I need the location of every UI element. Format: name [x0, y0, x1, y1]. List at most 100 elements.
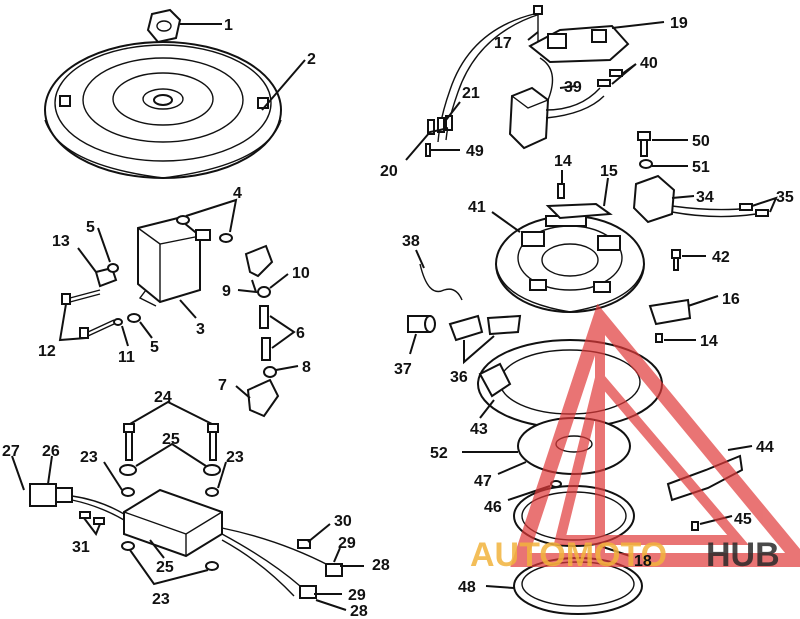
screw-12-lower [79, 319, 115, 339]
label-31: 31 [72, 539, 90, 556]
grommets-25-bottom [121, 541, 219, 571]
boot-7 [246, 378, 280, 418]
bracket-16 [648, 298, 692, 326]
label-23-right: 23 [226, 449, 244, 466]
watermark-text-automoto: AUTOMOTO [470, 536, 667, 574]
segments-36 [448, 314, 522, 342]
label-11: 11 [118, 349, 135, 366]
label-40: 40 [640, 55, 658, 72]
spring-10 [257, 286, 271, 298]
label-9: 9 [222, 283, 231, 300]
label-46: 46 [484, 499, 502, 516]
spring-8 [263, 366, 277, 378]
washer-5-top [107, 263, 119, 273]
label-14-top: 14 [554, 153, 572, 170]
connectors-28-29 [299, 563, 343, 599]
screw-12-upper [61, 289, 101, 305]
label-30: 30 [334, 513, 352, 530]
spring-38 [419, 263, 463, 301]
terminals-35 [739, 203, 769, 217]
watermark-text-hub: HUB [706, 536, 780, 574]
label-38: 38 [402, 233, 420, 250]
label-5-bottom: 5 [150, 339, 159, 356]
label-29-upper: 29 [338, 535, 356, 552]
label-4: 4 [233, 185, 242, 202]
label-16: 16 [722, 291, 740, 308]
automotohub-logo-triangle [510, 303, 800, 567]
label-52: 52 [430, 445, 448, 462]
part-labels: 1 2 3 4 5 5 6 7 8 9 10 11 12 13 14 14 15… [2, 15, 794, 619]
label-18: 18 [634, 553, 652, 570]
screw-50 [637, 131, 651, 157]
label-24: 24 [154, 389, 172, 406]
label-23-left: 23 [80, 449, 98, 466]
label-45: 45 [734, 511, 752, 528]
label-37: 37 [394, 361, 412, 378]
flywheel-nut [146, 8, 182, 44]
ignition-coil [137, 216, 211, 307]
flywheel [44, 41, 282, 179]
label-25-top: 25 [162, 431, 180, 448]
label-27: 27 [2, 443, 20, 460]
screw-42 [671, 249, 681, 271]
label-50: 50 [692, 133, 710, 150]
screw-45 [691, 521, 699, 531]
label-5-top: 5 [86, 219, 95, 236]
terminals-31 [79, 511, 105, 525]
label-19: 19 [670, 15, 688, 32]
label-21: 21 [462, 85, 480, 102]
label-49: 49 [466, 143, 484, 160]
bushing-37 [407, 315, 436, 333]
washer-5-bottom [127, 313, 141, 323]
label-42: 42 [712, 249, 730, 266]
label-17: 17 [494, 35, 512, 52]
grommets-25-top [119, 464, 221, 476]
label-2: 2 [307, 51, 316, 68]
label-48: 48 [458, 579, 476, 596]
label-28-upper: 28 [372, 557, 390, 574]
washers-4 [176, 215, 233, 243]
label-3: 3 [196, 321, 205, 338]
label-41: 41 [468, 199, 486, 216]
label-36: 36 [450, 369, 468, 386]
screw-17 [533, 5, 543, 42]
armature-plate-41 [495, 215, 645, 313]
label-39: 39 [564, 79, 582, 96]
label-10: 10 [292, 265, 310, 282]
label-6: 6 [296, 325, 305, 342]
screw-14-top [557, 183, 565, 199]
label-13: 13 [52, 233, 70, 250]
pin-49 [425, 143, 431, 157]
label-12: 12 [38, 343, 56, 360]
automotohub-watermark: AUTOMOTO HUB [470, 303, 800, 574]
label-34: 34 [696, 189, 714, 206]
power-pack [123, 488, 223, 558]
label-44: 44 [756, 439, 774, 456]
label-26: 26 [42, 443, 60, 460]
label-14-bottom: 14 [700, 333, 718, 350]
timer-base-19 [528, 24, 630, 64]
sleeves-6 [259, 305, 271, 361]
terminal-30 [297, 539, 311, 549]
label-43: 43 [470, 421, 488, 438]
washer-51 [639, 159, 653, 169]
label-35: 35 [776, 189, 794, 206]
label-28-lower: 28 [350, 603, 368, 619]
coil-34 [632, 174, 676, 224]
screws-24 [123, 423, 219, 461]
label-25-bottom: 25 [156, 559, 174, 576]
label-47: 47 [474, 473, 492, 490]
label-8: 8 [302, 359, 311, 376]
label-7: 7 [218, 377, 227, 394]
connector-26 [29, 483, 73, 507]
label-23-bottom: 23 [152, 591, 170, 608]
label-15: 15 [600, 163, 618, 180]
coil-39 [508, 86, 550, 150]
label-51: 51 [692, 159, 710, 176]
boot-9 [244, 244, 274, 278]
label-29-lower: 29 [348, 587, 366, 604]
washer-11 [113, 318, 123, 326]
bracket-15 [545, 202, 613, 220]
label-1: 1 [224, 17, 233, 34]
